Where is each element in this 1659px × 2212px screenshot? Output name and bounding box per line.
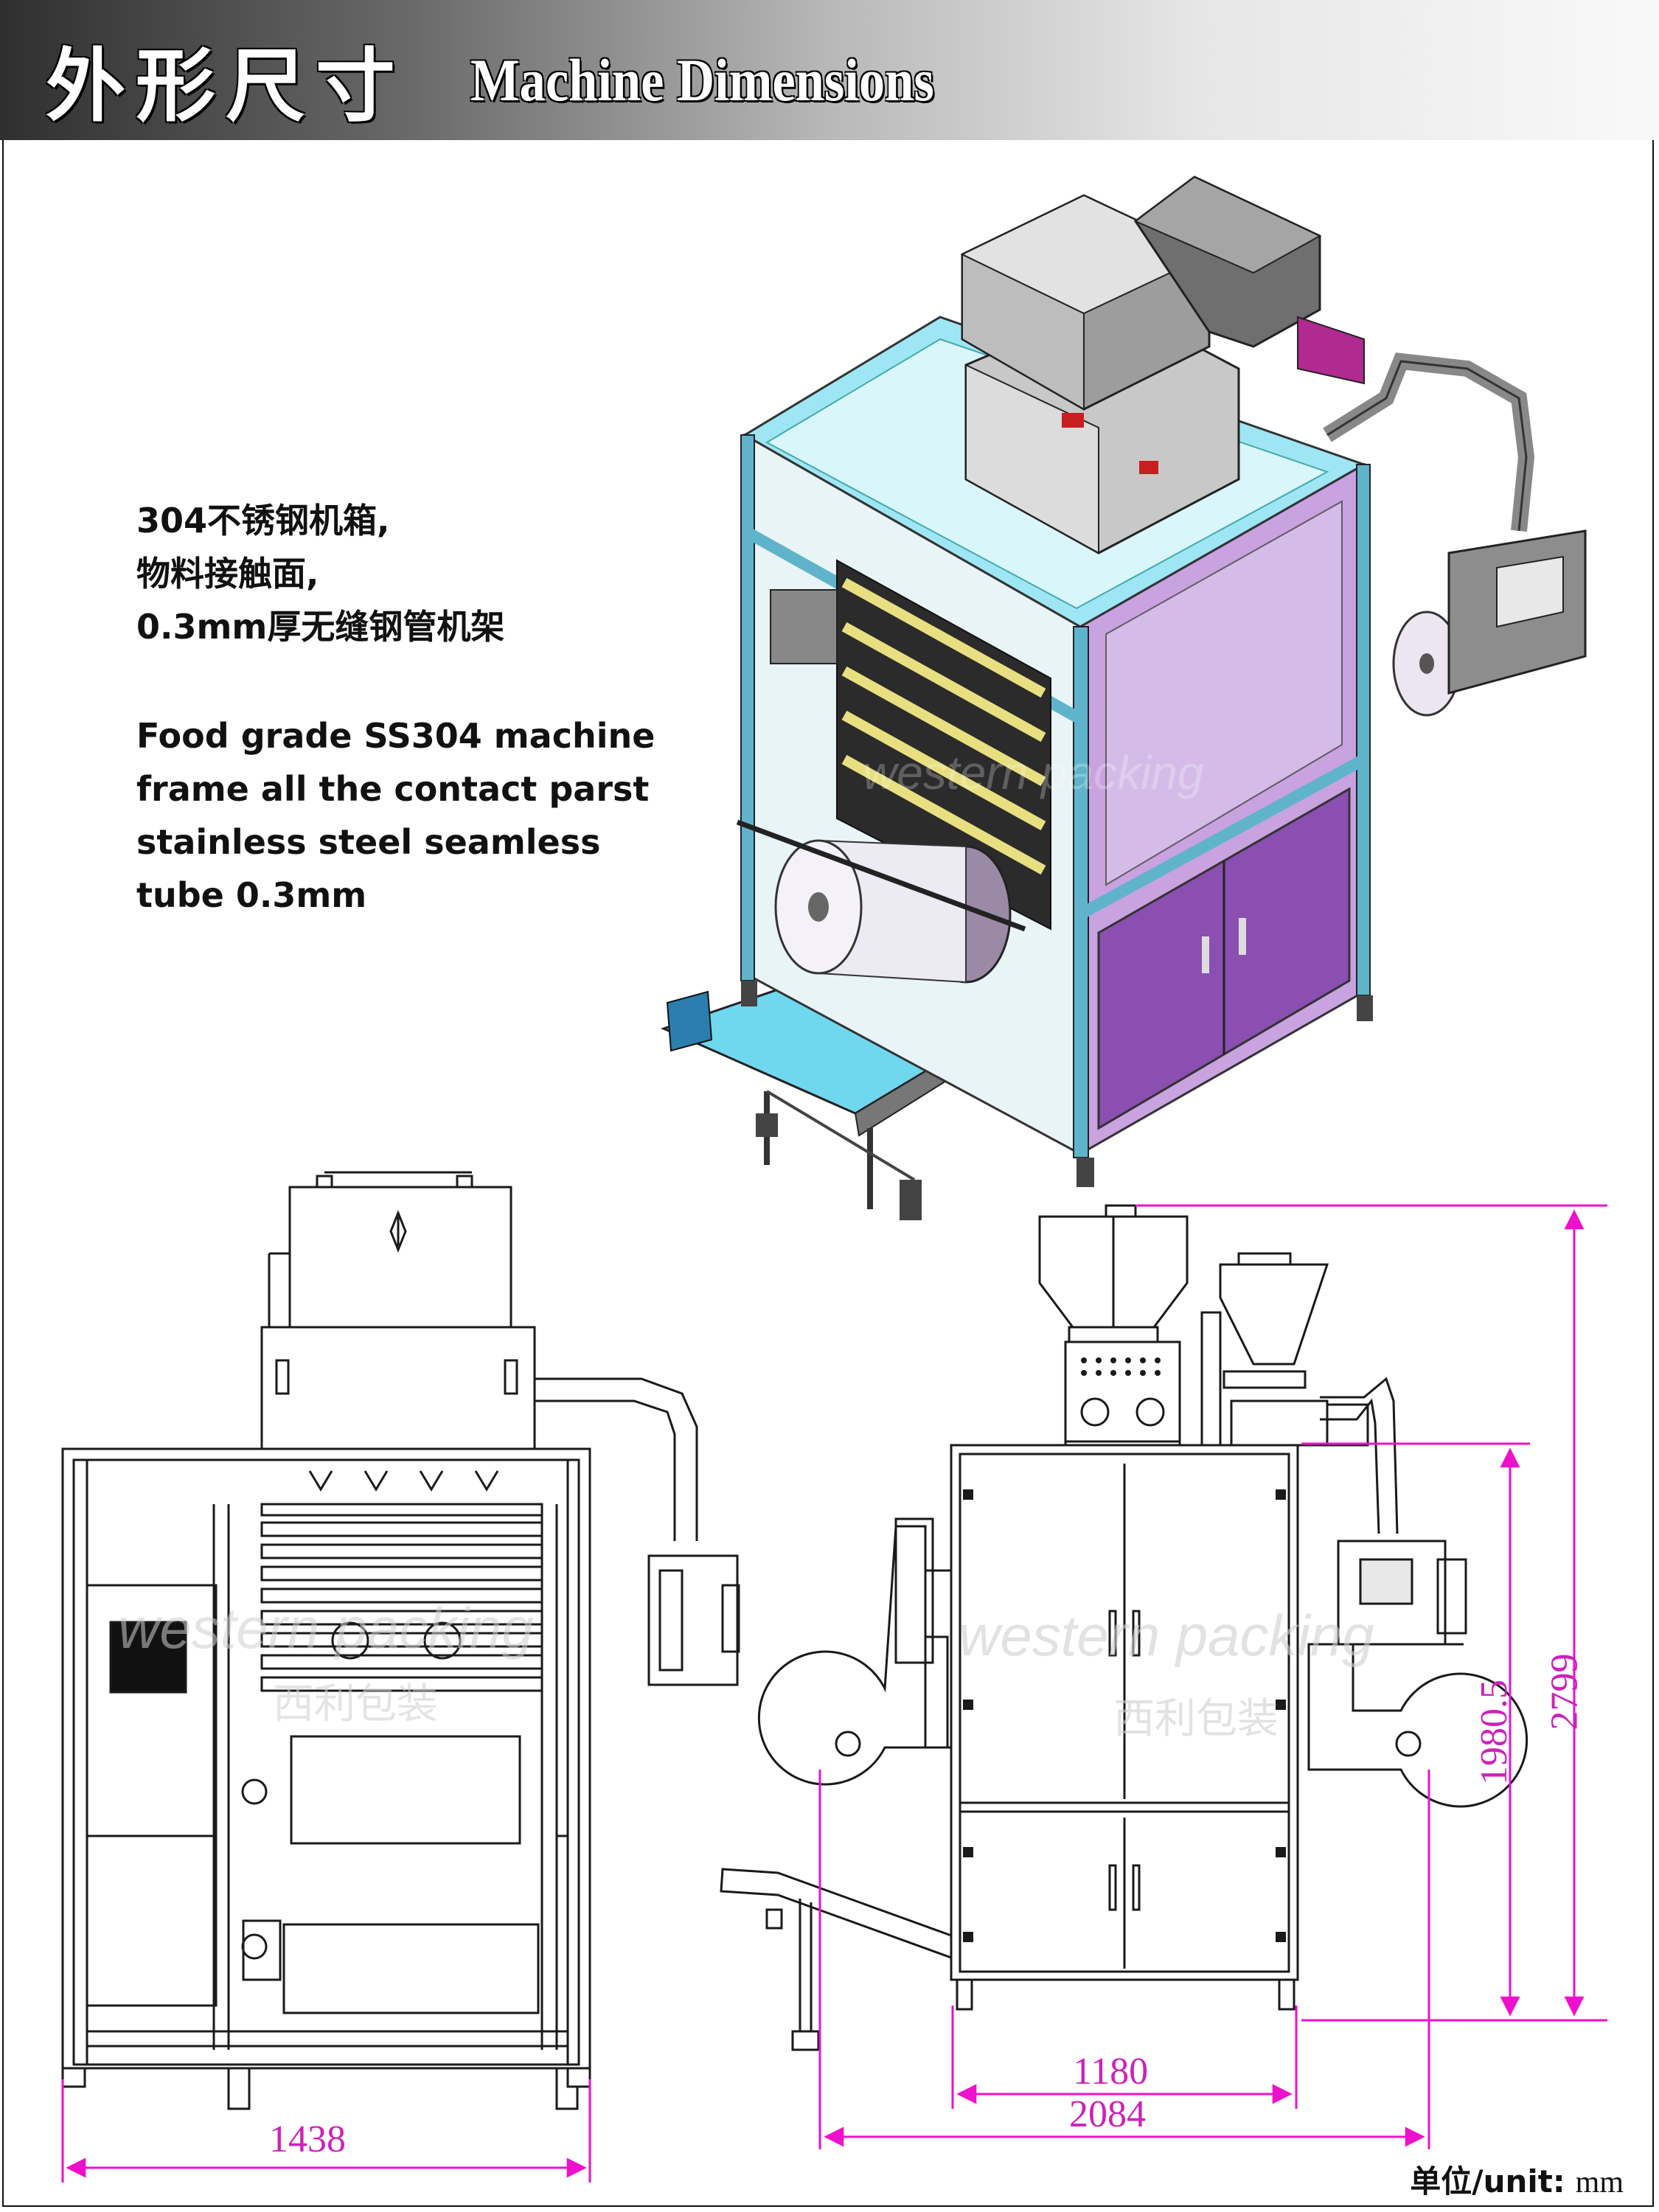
dimension-body-width: 1180 (1073, 2051, 1149, 2093)
watermark-side-cn: 西利包装 (1113, 1695, 1279, 1743)
unit-label: 单位/unit: mm (1410, 2157, 1624, 2202)
description-cn: 304不锈钢机箱, 物料接触面, 0.3mm厚无缝钢管机架 (136, 494, 504, 653)
dimension-body-height: 1980.5 (1473, 1680, 1515, 1785)
description-en-line: stainless steel seamless (136, 822, 601, 862)
header-title-en: Machine Dimensions (470, 46, 934, 114)
description-en-line: frame all the contact parst (136, 769, 650, 809)
watermark-side-en: western packing (959, 1603, 1374, 1668)
unit-label-text: 单位/unit: (1410, 2163, 1565, 2199)
description-cn-line: 物料接触面, (136, 554, 319, 594)
dimension-overall-height: 2799 (1543, 1653, 1586, 1731)
dimension-front-width: 1438 (269, 2118, 346, 2160)
unit-value: mm (1575, 2166, 1624, 2199)
description-cn-line: 0.3mm厚无缝钢管机架 (136, 607, 505, 647)
dimension-overall-width: 2084 (1069, 2093, 1146, 2135)
watermark-front-en: western packing (118, 1596, 534, 1660)
watermark-front-cn: 西利包装 (273, 1680, 438, 1728)
description-en-line: tube 0.3mm (136, 875, 367, 915)
front-view (61, 1171, 740, 2110)
side-view (720, 1204, 1528, 2051)
description-en: Food grade SS304 machine frame all the c… (136, 709, 655, 922)
header-title-cn: 外形尺寸 (46, 40, 406, 133)
watermark-text: western packing (863, 746, 1204, 799)
description-cn-line: 304不锈钢机箱, (136, 501, 390, 540)
description-en-line: Food grade SS304 machine (136, 716, 655, 756)
control-arm (1323, 352, 1587, 695)
header-band: 外形尺寸 Machine Dimensions (0, 0, 1659, 140)
dimension-lines (61, 1204, 1607, 2183)
film-roll (736, 819, 1026, 984)
isometric-view: western packing (660, 175, 1587, 1220)
top-hopper (960, 175, 1365, 554)
forming-rollers (770, 559, 1051, 931)
